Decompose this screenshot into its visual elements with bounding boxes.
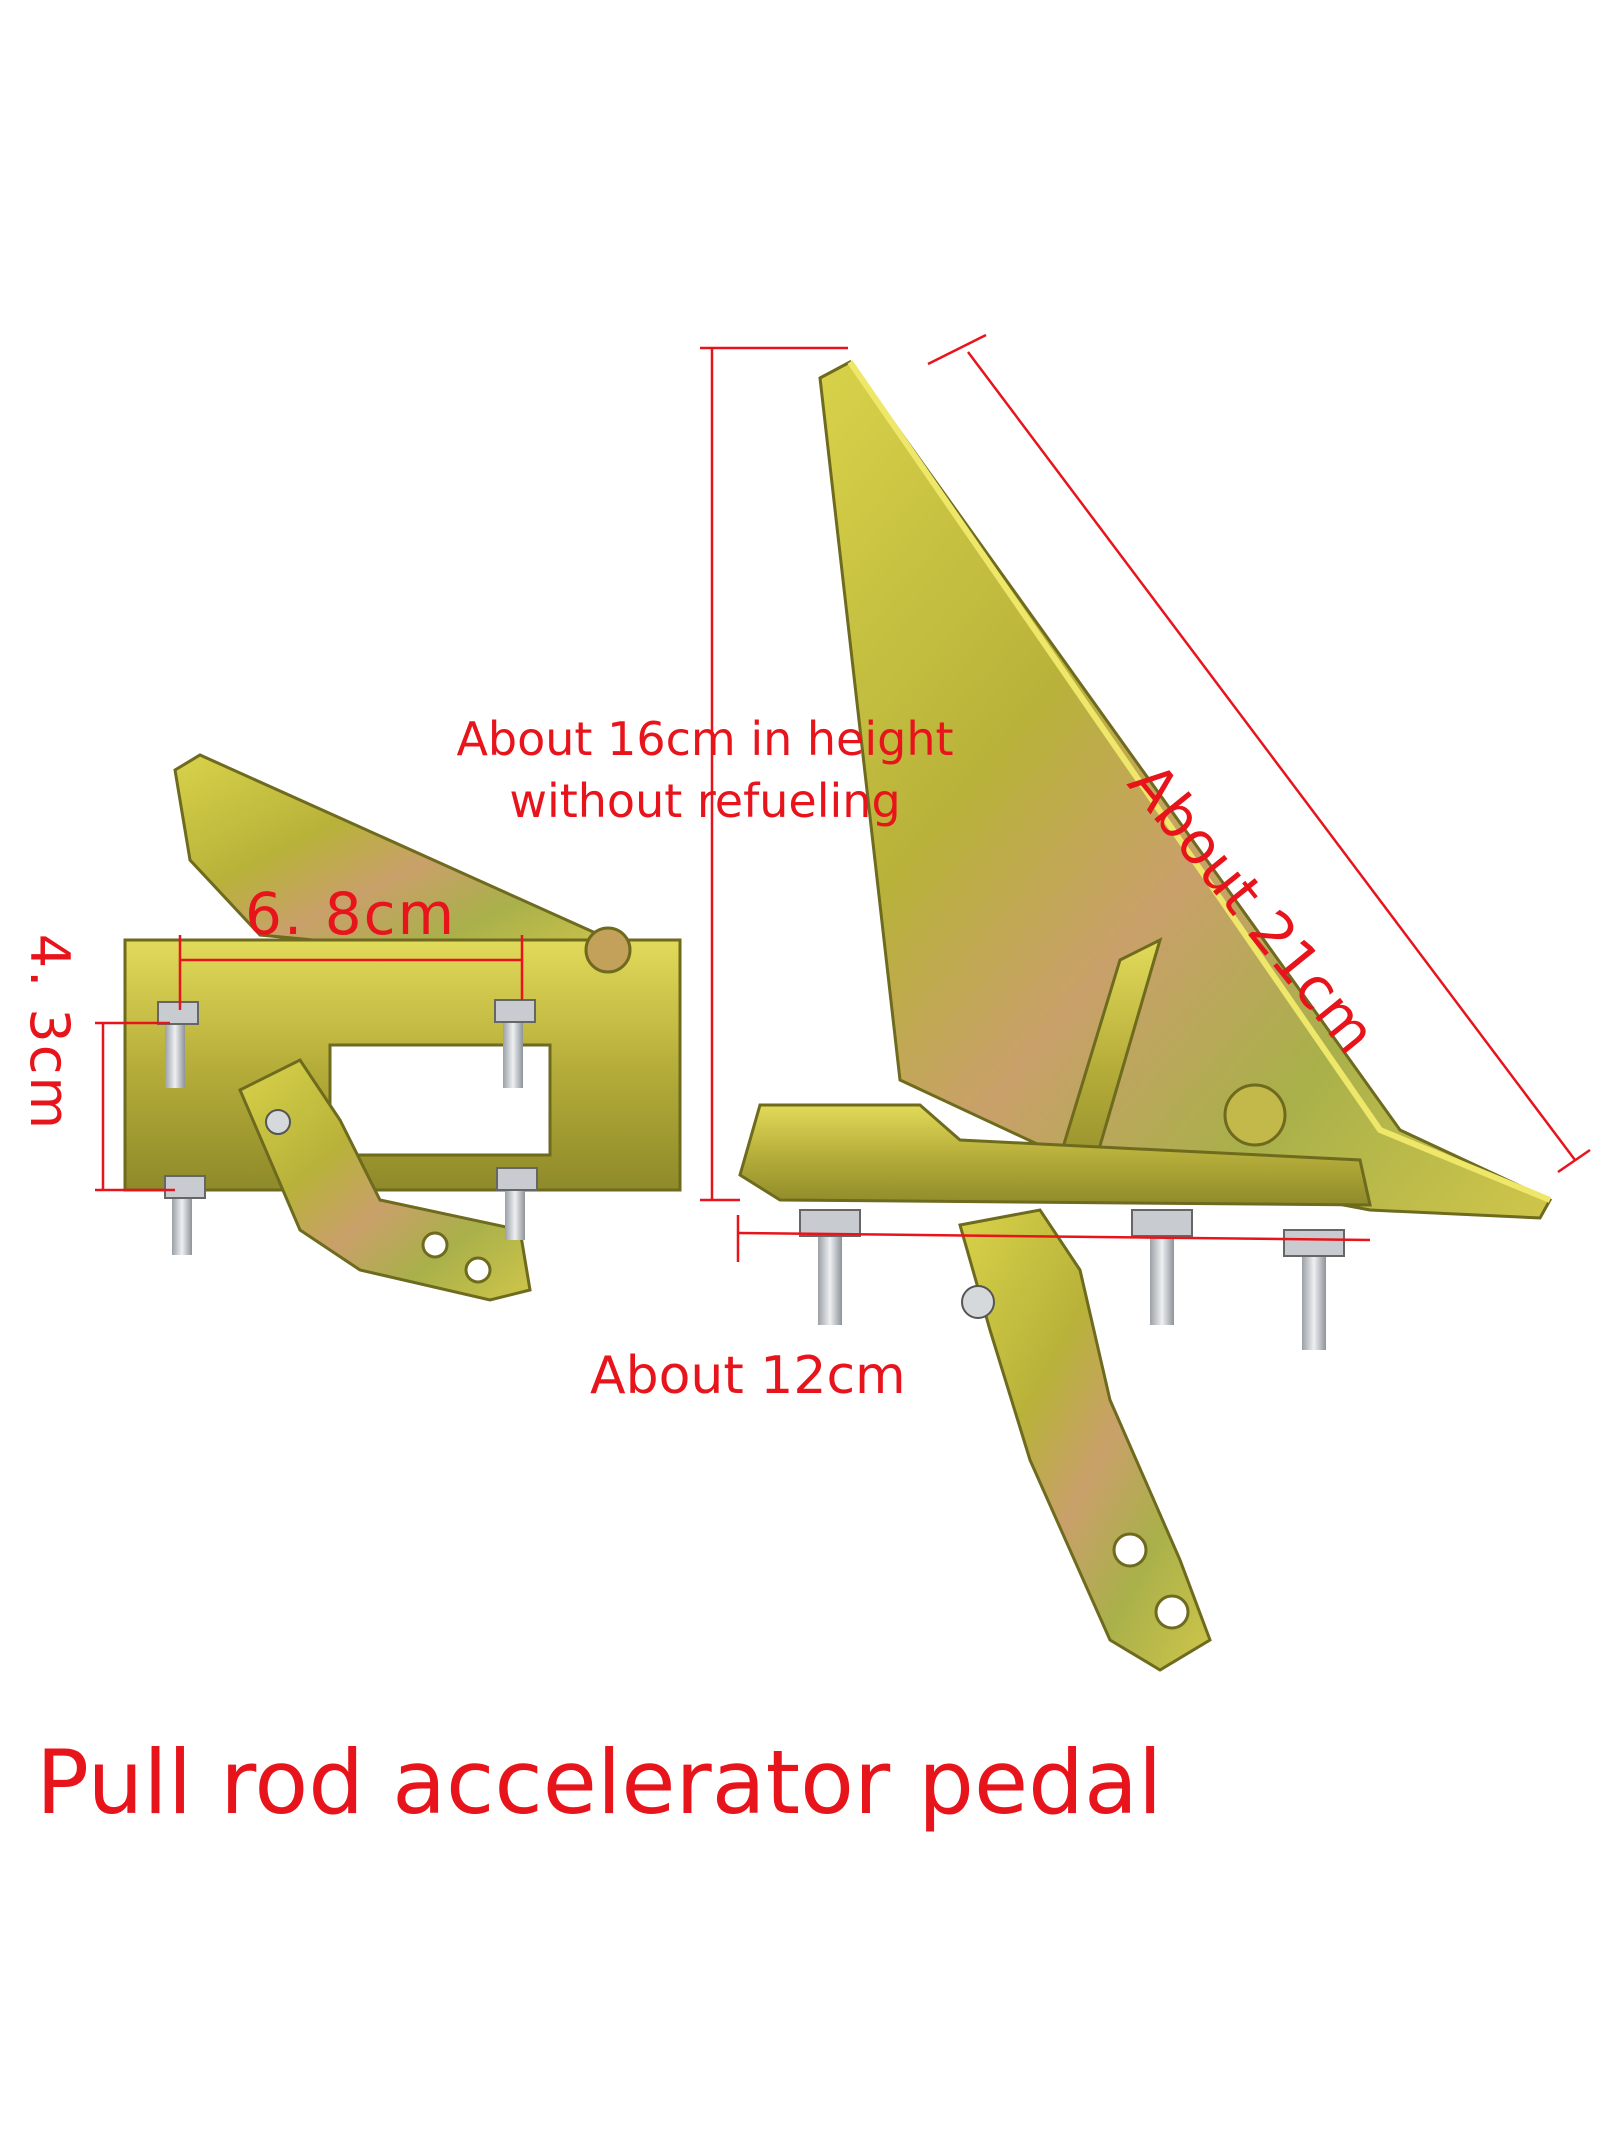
small-pedal	[123, 753, 682, 1302]
bolt-nut	[494, 999, 536, 1023]
bolt	[1150, 1225, 1174, 1325]
width-dimension-line	[737, 1231, 1371, 1242]
lever-hole	[464, 1256, 492, 1284]
bolt	[165, 1018, 185, 1088]
bolt	[505, 1185, 525, 1240]
large-pedal-plate	[818, 360, 1553, 1220]
lever-hole	[1112, 1532, 1148, 1568]
bolt-nut	[799, 1209, 861, 1237]
bolt-nut	[164, 1175, 206, 1199]
bolt	[818, 1225, 842, 1325]
small-pedal-bolts	[157, 999, 538, 1255]
bolt-nut	[496, 1167, 538, 1191]
bolt	[503, 1018, 523, 1088]
length-tick-top	[927, 333, 987, 366]
small-pedal-lever	[238, 1058, 532, 1302]
dimension-lines	[95, 333, 1591, 1262]
large-pedal-bolts	[799, 1209, 1345, 1350]
height-dimension-label: About 16cm in height without refueling	[456, 712, 954, 828]
lever-hole	[1154, 1594, 1190, 1630]
length-tick-bottom	[1557, 1148, 1591, 1174]
small-height-dimension-label: 4. 3cm	[18, 933, 82, 1132]
small-width-dimension-label: 6. 8cm	[245, 880, 457, 948]
lever-screw	[265, 1109, 291, 1135]
large-pedal-pivot	[1223, 1083, 1287, 1147]
bolt	[172, 1195, 192, 1255]
lever-screw	[961, 1285, 995, 1319]
lever-hole	[421, 1231, 449, 1259]
bolt	[1302, 1245, 1326, 1350]
bolt-nut	[157, 1001, 199, 1025]
width-dimension-label: About 12cm	[590, 1346, 906, 1406]
small-pedal-pivot	[584, 926, 632, 974]
length-dimension-line	[967, 351, 1576, 1161]
bolt-nut	[1283, 1229, 1345, 1257]
bolt-nut	[1131, 1209, 1193, 1237]
product-caption: Pull rod accelerator pedal	[36, 1731, 1163, 1834]
large-pedal-edge	[847, 360, 1552, 1203]
large-pedal-lever	[958, 1208, 1212, 1672]
large-pedal-base	[738, 1103, 1372, 1207]
large-pedal	[738, 360, 1553, 1672]
